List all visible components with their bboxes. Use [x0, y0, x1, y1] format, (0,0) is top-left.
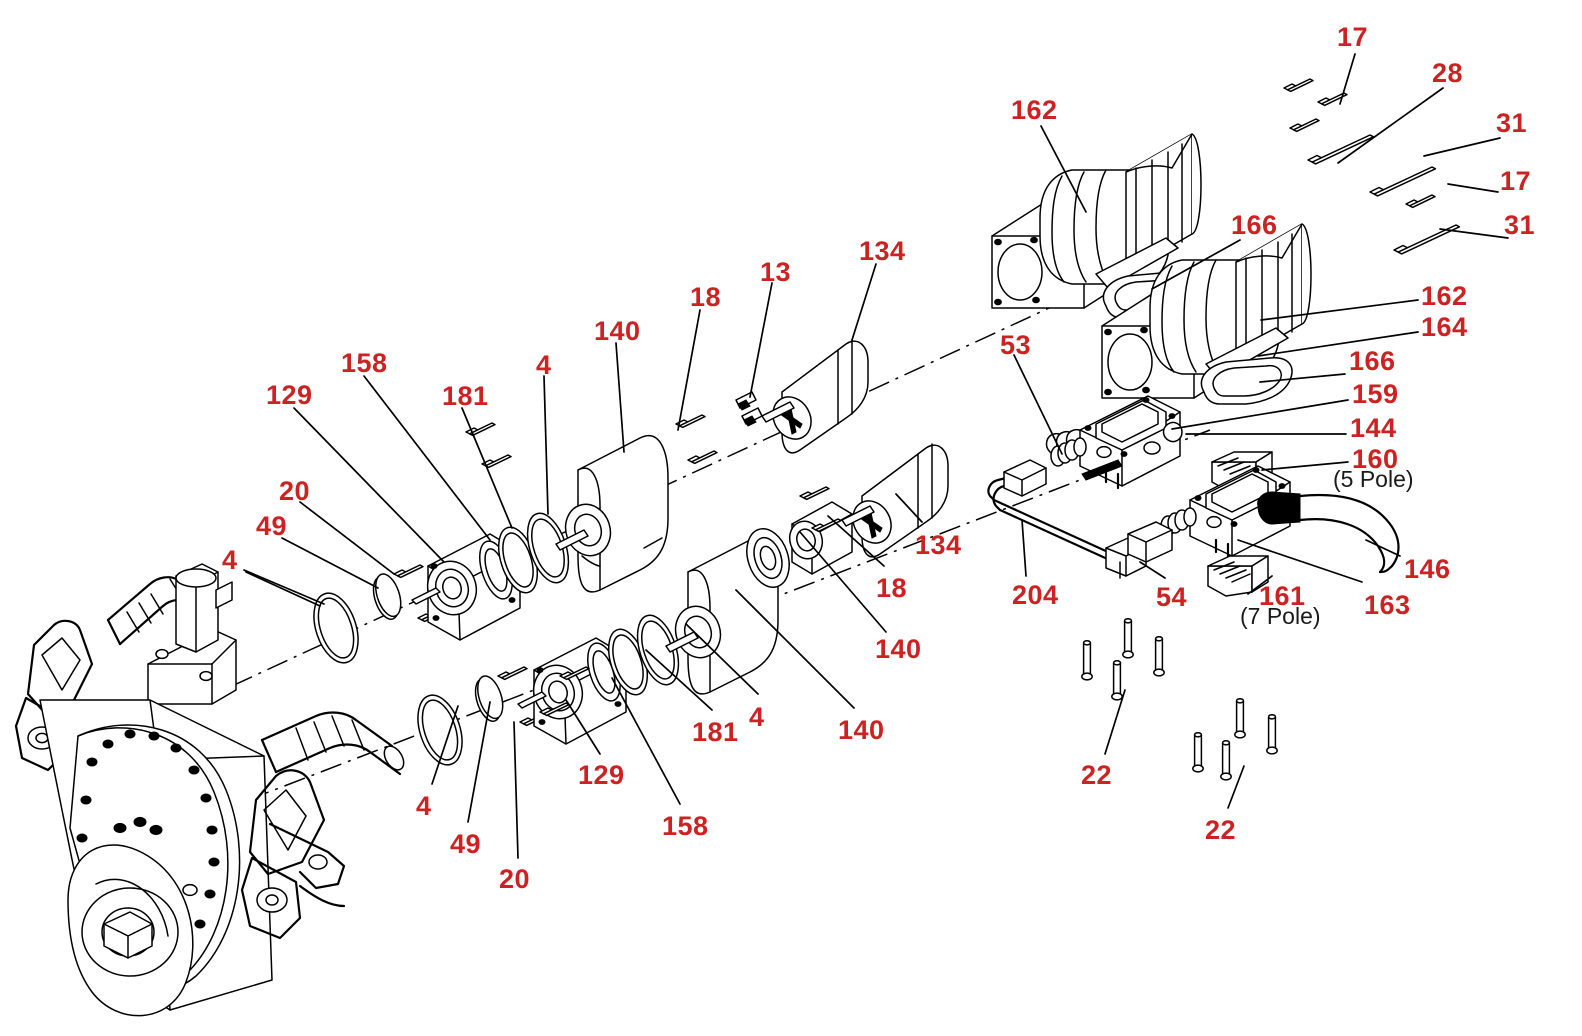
part-134-coupling-lower [841, 443, 949, 558]
fastener-group-22-a [1081, 617, 1165, 701]
callout-166-b: 166 [1349, 346, 1396, 376]
callout-181-a: 181 [442, 381, 489, 411]
part-204-tube-assembly [987, 459, 1173, 579]
part-129-flange-upper [411, 533, 521, 641]
callout-17-a: 17 [1337, 22, 1369, 52]
callout-54: 54 [1156, 582, 1188, 612]
differential-housing [39, 699, 273, 1017]
callout-28: 28 [1432, 58, 1464, 88]
part-134-coupling-upper [761, 339, 869, 454]
callout-162-b: 162 [1421, 281, 1468, 311]
callout-134-b: 134 [915, 530, 962, 560]
part-4-oring-upper-b [526, 512, 570, 584]
callout-140-c: 140 [838, 715, 885, 745]
part-129-flange-lower-b [788, 501, 853, 575]
callout-53: 53 [1000, 330, 1032, 360]
housing-top-block [147, 563, 237, 705]
part-49-seal-upper [372, 573, 402, 620]
part-158-seal-lower-b [746, 528, 790, 588]
grommet-upper [1050, 437, 1087, 467]
callout-144: 144 [1350, 413, 1397, 443]
callout-134-a: 134 [859, 236, 906, 266]
grommet-lower [1160, 507, 1197, 537]
callout-129-b: 129 [578, 760, 625, 790]
callout-22-a: 22 [1081, 760, 1113, 790]
part-140-body-upper [555, 435, 669, 593]
callout-13: 13 [760, 257, 792, 287]
callout-204: 204 [1012, 580, 1059, 610]
part-162-motor-upper [991, 133, 1202, 309]
callout-181-b: 181 [692, 717, 739, 747]
part-17-bolt-b [1289, 118, 1320, 133]
part-144-plug [1162, 421, 1183, 443]
callout-158-b: 158 [662, 811, 709, 841]
callout-160: 160 [1352, 444, 1399, 474]
callout-140-a: 140 [594, 316, 641, 346]
callout-129-a: 129 [266, 380, 313, 410]
sub-label-7-pole: (7 Pole) [1240, 603, 1321, 629]
callout-20-a: 20 [279, 476, 311, 506]
part-28-bolt [1307, 134, 1375, 165]
right-knuckle [240, 769, 346, 940]
part-54-fitting [1105, 521, 1173, 579]
callout-158-a: 158 [341, 348, 388, 378]
callout-166-a: 166 [1231, 210, 1278, 240]
part-162-motor-lower [1101, 223, 1312, 399]
callout-4-d: 4 [416, 791, 432, 821]
callout-164: 164 [1421, 312, 1468, 342]
part-4-oring-lower-b [636, 614, 680, 686]
part-17-bolt-d [1405, 194, 1436, 209]
callout-159: 159 [1352, 379, 1399, 409]
callout-20-b: 20 [499, 864, 531, 894]
callout-140-b: 140 [875, 634, 922, 664]
part-49-seal-lower [474, 675, 504, 722]
part-31-bolt-a [1369, 166, 1437, 197]
callout-146: 146 [1404, 554, 1451, 584]
fastener-cluster-top-right [1283, 78, 1461, 255]
fastener-group-22-b [1192, 697, 1278, 781]
callout-31-b: 31 [1504, 210, 1536, 240]
part-13-retainers [735, 391, 763, 427]
part-163-junction-box-lower [1160, 465, 1400, 597]
callout-4-b: 4 [222, 545, 238, 575]
callout-161: 161 [1259, 581, 1306, 611]
leader-lines [243, 53, 1509, 859]
sub-label-5-pole: (5 Pole) [1333, 466, 1414, 492]
callout-31-a: 31 [1496, 108, 1528, 138]
callout-22-b: 22 [1205, 815, 1237, 845]
right-axle-tube [260, 711, 405, 776]
part-17-bolt-a [1283, 78, 1314, 93]
callout-4-a: 4 [536, 350, 552, 380]
callout-18-b: 18 [876, 573, 908, 603]
callout-17-b: 17 [1500, 166, 1532, 196]
callout-162-a: 162 [1011, 95, 1058, 125]
callout-18-a: 18 [690, 282, 722, 312]
callout-4-c: 4 [749, 702, 765, 732]
callout-49-a: 49 [256, 511, 288, 541]
part-31-bolt-b [1393, 224, 1461, 255]
callout-163: 163 [1364, 590, 1411, 620]
axle-housing-assembly [14, 563, 405, 1017]
callout-49-b: 49 [450, 829, 482, 859]
